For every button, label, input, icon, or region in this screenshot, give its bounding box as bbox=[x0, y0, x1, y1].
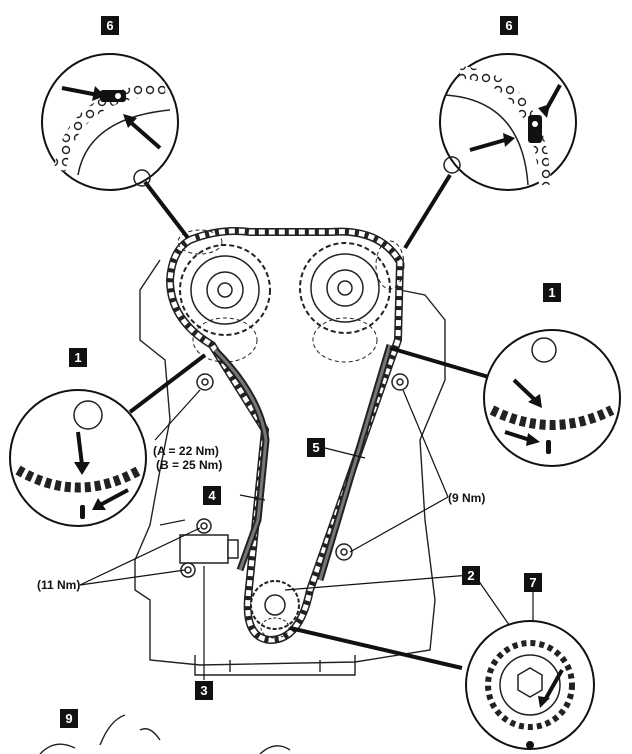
callout-2: 2 bbox=[462, 566, 480, 585]
callout-4: 4 bbox=[203, 486, 221, 505]
intake-camshaft-sprocket bbox=[179, 244, 271, 336]
torque-label-b: (B = 25 Nm) bbox=[156, 458, 223, 472]
callout-3: 3 bbox=[195, 681, 213, 700]
callout-9: 9 bbox=[60, 709, 78, 728]
callout-5: 5 bbox=[307, 438, 325, 457]
callout-7: 7 bbox=[524, 573, 542, 592]
detail-circle-1-right bbox=[483, 329, 621, 467]
callout-6-left: 6 bbox=[101, 16, 119, 35]
torque-label-guide: (9 Nm) bbox=[448, 491, 486, 505]
torque-label-tensioner: (11 Nm) bbox=[37, 578, 81, 592]
exhaust-camshaft-sprocket bbox=[299, 242, 391, 334]
guide-bolts bbox=[196, 373, 409, 561]
leader-lines bbox=[79, 389, 534, 680]
detail-circle-1-left bbox=[9, 389, 147, 527]
callout-1-left: 1 bbox=[69, 348, 87, 367]
chain-tensioner bbox=[179, 518, 239, 578]
detail-connectors bbox=[128, 173, 493, 670]
callout-1-right: 1 bbox=[543, 283, 561, 302]
crankshaft-sprocket bbox=[250, 580, 300, 639]
detail-circle-6-right bbox=[439, 53, 577, 191]
detail-circle-6-left bbox=[41, 53, 179, 191]
detail-circle-7 bbox=[465, 620, 595, 750]
torque-label-a: (A = 22 Nm) bbox=[153, 444, 219, 458]
callout-6-right: 6 bbox=[500, 16, 518, 35]
detail-partial-9 bbox=[39, 714, 291, 754]
engine-block bbox=[134, 259, 446, 676]
